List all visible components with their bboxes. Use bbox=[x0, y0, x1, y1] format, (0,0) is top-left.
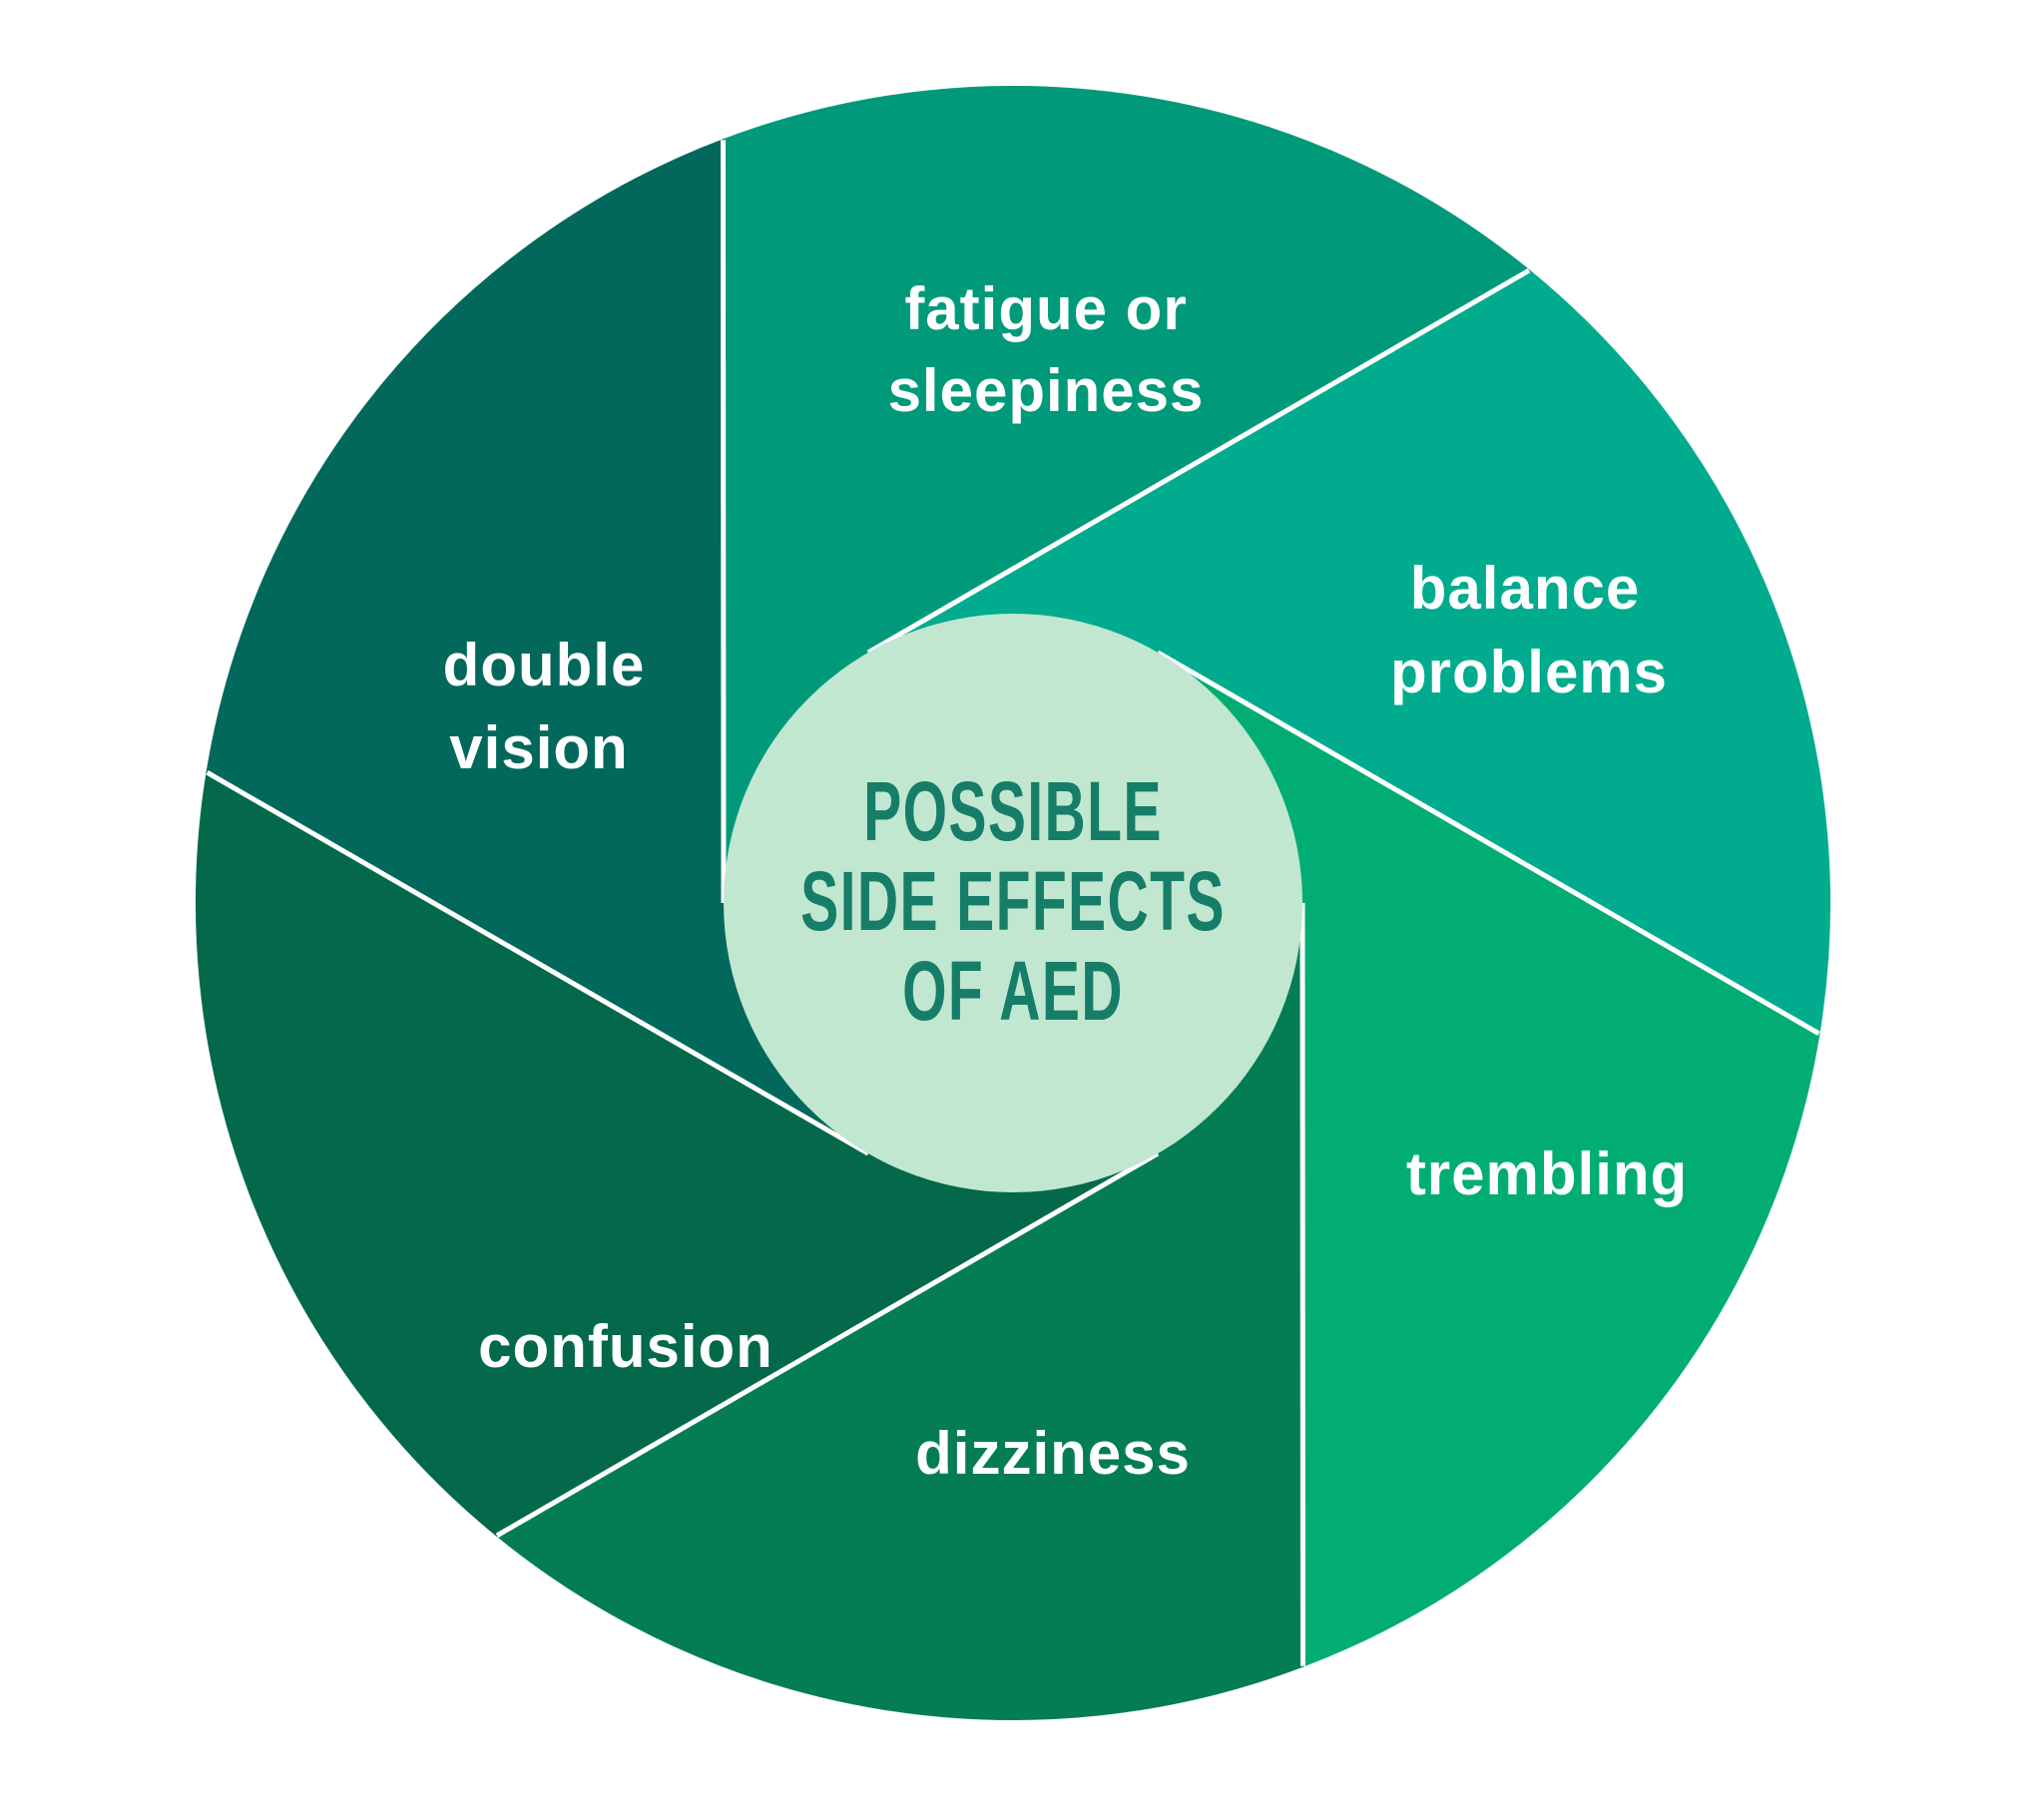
divider-fatigue-balance bbox=[866, 267, 1531, 656]
label-balance-line2: problems bbox=[1390, 639, 1668, 705]
divider-doublevision-fatigue bbox=[721, 140, 727, 904]
divider-trembling-dizziness bbox=[1299, 902, 1305, 1666]
label-doublevision-line1: double bbox=[443, 632, 646, 698]
label-trembling: trembling bbox=[1406, 1140, 1688, 1207]
divider-confusion-doublevision bbox=[206, 770, 870, 1156]
label-fatigue-line1: fatigue or bbox=[904, 275, 1187, 342]
label-balance-line1: balance bbox=[1410, 555, 1640, 622]
center-title-line3: OF AED bbox=[902, 945, 1124, 1039]
center-title-line2: SIDE EFFECTS bbox=[800, 855, 1226, 949]
segments-group bbox=[196, 86, 1830, 1720]
label-fatigue-line2: sleepiness bbox=[888, 357, 1205, 424]
center-title-line1: POSSIBLE bbox=[863, 765, 1163, 859]
center-circle bbox=[724, 614, 1302, 1192]
divider-balance-trembling bbox=[1156, 650, 1820, 1036]
segment-labels-group: fatigue or sleepiness balance problems t… bbox=[443, 275, 1688, 1487]
label-doublevision-line2: vision bbox=[449, 714, 628, 781]
label-confusion: confusion bbox=[478, 1313, 773, 1380]
divider-dizziness-confusion bbox=[495, 1150, 1160, 1539]
center-title: POSSIBLE SIDE EFFECTS OF AED bbox=[800, 765, 1226, 1039]
label-dizziness: dizziness bbox=[915, 1420, 1191, 1487]
divider-lines-group bbox=[206, 140, 1820, 1666]
